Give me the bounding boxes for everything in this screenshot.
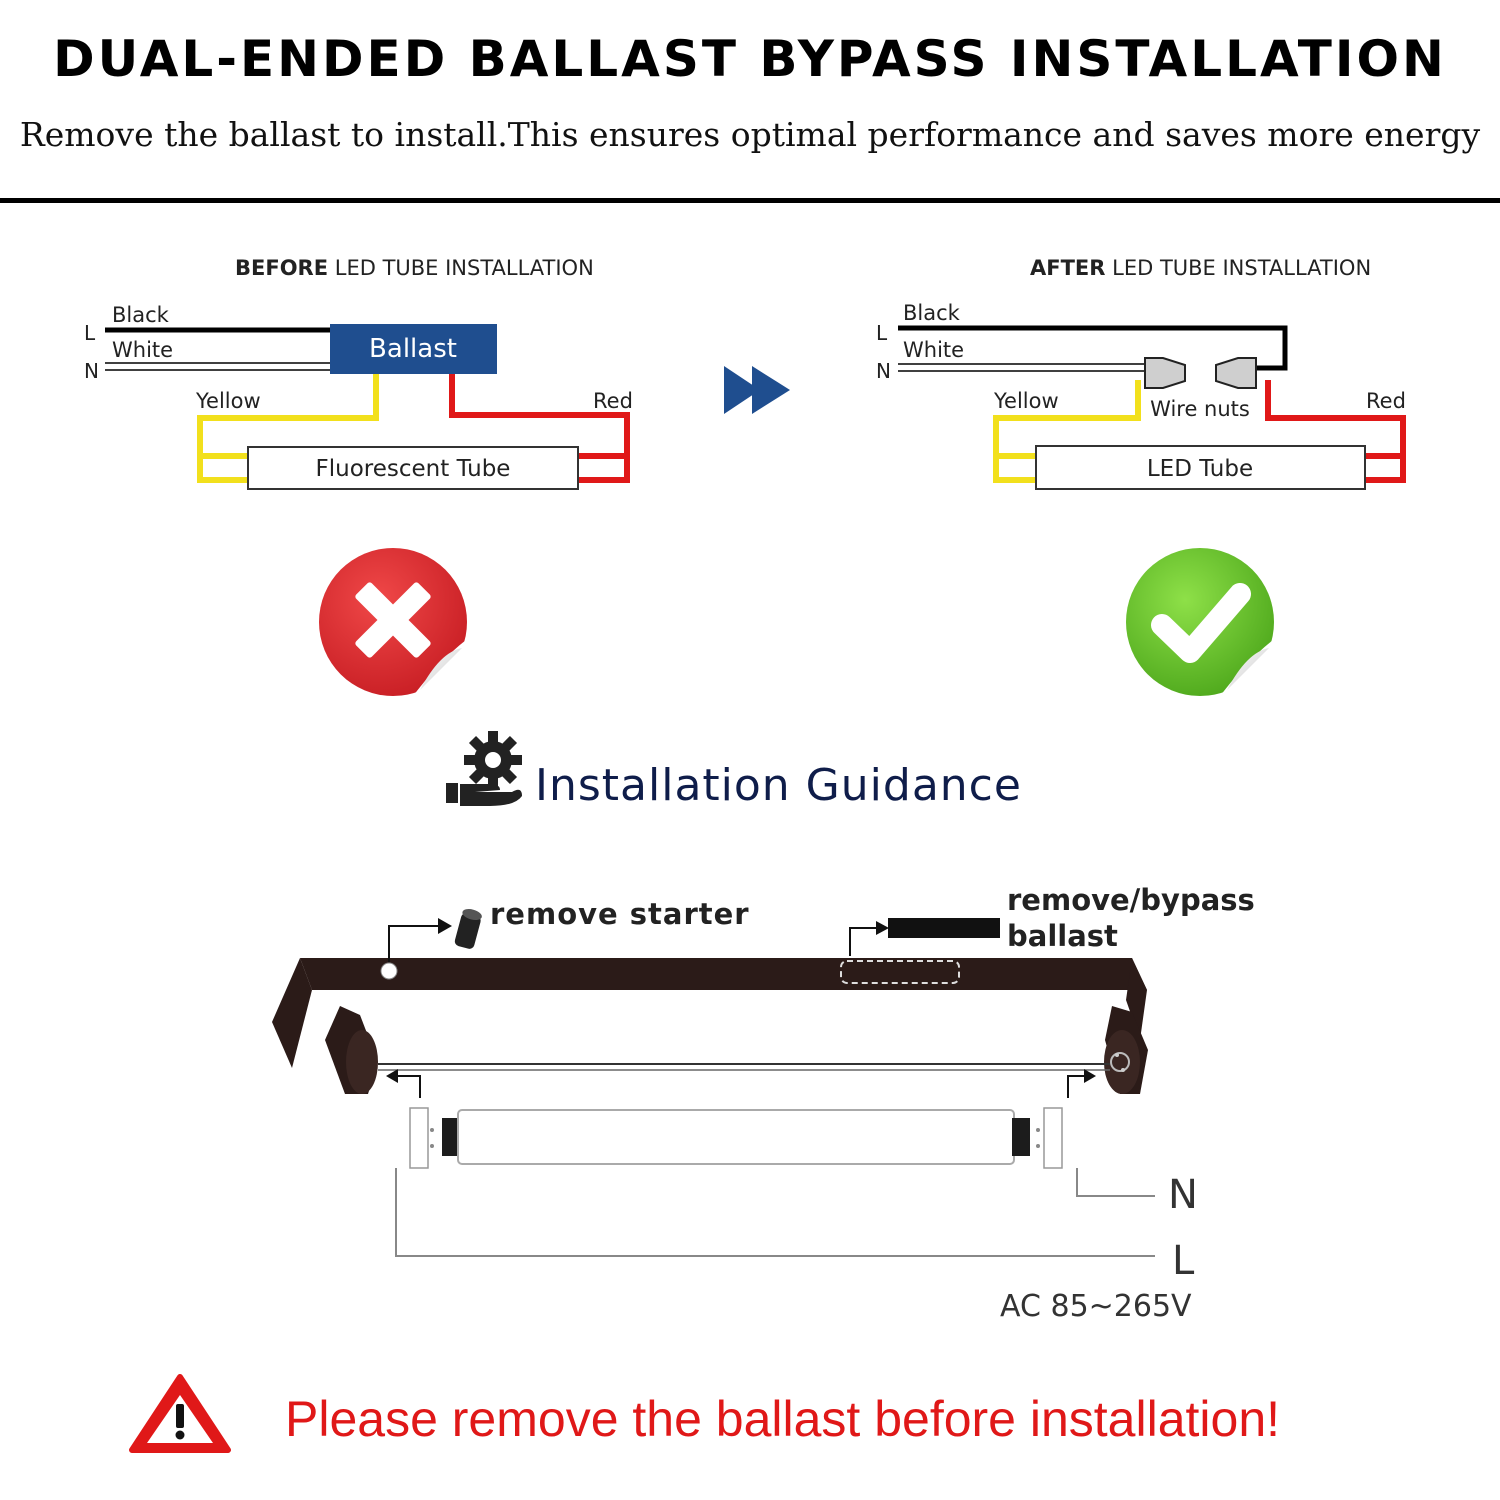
right-insert-arrow — [1067, 1075, 1086, 1098]
fixture-housing-left — [272, 958, 312, 1068]
after-yellow-wire — [993, 380, 1141, 483]
before-red-label: Red — [593, 389, 633, 413]
before-red-wire — [449, 374, 630, 483]
installation-guidance-title: Installation Guidance — [535, 760, 1022, 811]
after-red-wire — [1265, 380, 1406, 483]
before-white-label: White — [112, 338, 173, 362]
after-red-label: Red — [1366, 389, 1406, 413]
page-subtitle: Remove the ballast to install.This ensur… — [19, 115, 1481, 154]
after-heading-bold: AFTER — [1030, 256, 1105, 280]
after-heading: AFTER LED TUBE INSTALLATION — [1030, 256, 1371, 280]
led-tube-label: LED Tube — [1147, 456, 1253, 482]
ballast-box — [330, 324, 497, 374]
before-n-label: N — [84, 359, 99, 383]
after-black-wire — [898, 325, 1288, 371]
led-tube — [1035, 445, 1366, 490]
page-title: DUAL-ENDED BALLAST BYPASS INSTALLATION — [53, 30, 1447, 88]
starter-arrow — [388, 925, 440, 962]
fixture-illustration: remove starter remove/bypass ballast N L… — [272, 883, 1255, 1324]
removed-ballast-icon — [888, 918, 1000, 938]
gear-hand-icon — [446, 731, 522, 806]
starter-socket — [380, 962, 398, 980]
wire-nut-left-icon — [1144, 357, 1186, 389]
cross-icon — [319, 548, 467, 700]
ballast-arrow — [849, 927, 880, 956]
line-label: L — [1172, 1238, 1195, 1284]
after-l-label: L — [876, 321, 888, 345]
fixture-housing-right — [1126, 958, 1147, 1040]
neutral-wire — [1076, 1168, 1155, 1197]
before-black-label: Black — [112, 303, 170, 327]
before-heading-rest: LED TUBE INSTALLATION — [328, 256, 594, 280]
remove-starter-label: remove starter — [490, 897, 750, 931]
left-insert-arrow — [396, 1075, 421, 1098]
remove-bypass-label-2: ballast — [1007, 919, 1118, 953]
line-wire — [395, 1168, 1155, 1257]
left-lampholder — [325, 1006, 378, 1094]
before-yellow-label: Yellow — [195, 389, 261, 413]
fluorescent-tube — [247, 446, 579, 490]
ballast-outline — [840, 960, 960, 984]
double-arrow-icon — [724, 366, 790, 414]
starter-icon — [454, 909, 482, 949]
before-heading: BEFORE LED TUBE INSTALLATION — [235, 256, 594, 280]
after-heading-rest: LED TUBE INSTALLATION — [1105, 256, 1371, 280]
voltage-label: AC 85~265V — [1000, 1289, 1192, 1324]
after-white-label: White — [903, 338, 964, 362]
ballast-label: Ballast — [369, 334, 457, 364]
check-icon — [1126, 548, 1274, 700]
wire-nuts-label: Wire nuts — [1150, 397, 1250, 421]
after-black-label: Black — [903, 301, 961, 325]
divider — [0, 198, 1500, 203]
wire-nut-right-icon — [1215, 357, 1257, 389]
after-yellow-label: Yellow — [993, 389, 1059, 413]
right-lampholder — [1104, 1006, 1148, 1094]
after-n-label: N — [876, 359, 891, 383]
before-heading-bold: BEFORE — [235, 256, 328, 280]
before-l-label: L — [84, 321, 96, 345]
warning-icon — [129, 1374, 231, 1453]
before-diagram: BEFORE LED TUBE INSTALLATION L N Black W… — [84, 256, 633, 490]
fluorescent-tube-label: Fluorescent Tube — [316, 456, 511, 482]
before-yellow-wire — [197, 374, 379, 483]
after-diagram: AFTER LED TUBE INSTALLATION L N Black Wh… — [876, 256, 1406, 490]
remove-bypass-label: remove/bypass — [1007, 883, 1255, 917]
warning-text: Please remove the ballast before install… — [285, 1391, 1281, 1447]
neutral-label: N — [1168, 1172, 1198, 1218]
fixture-housing-top — [300, 958, 1147, 990]
guide-led-tube — [409, 1107, 1063, 1169]
